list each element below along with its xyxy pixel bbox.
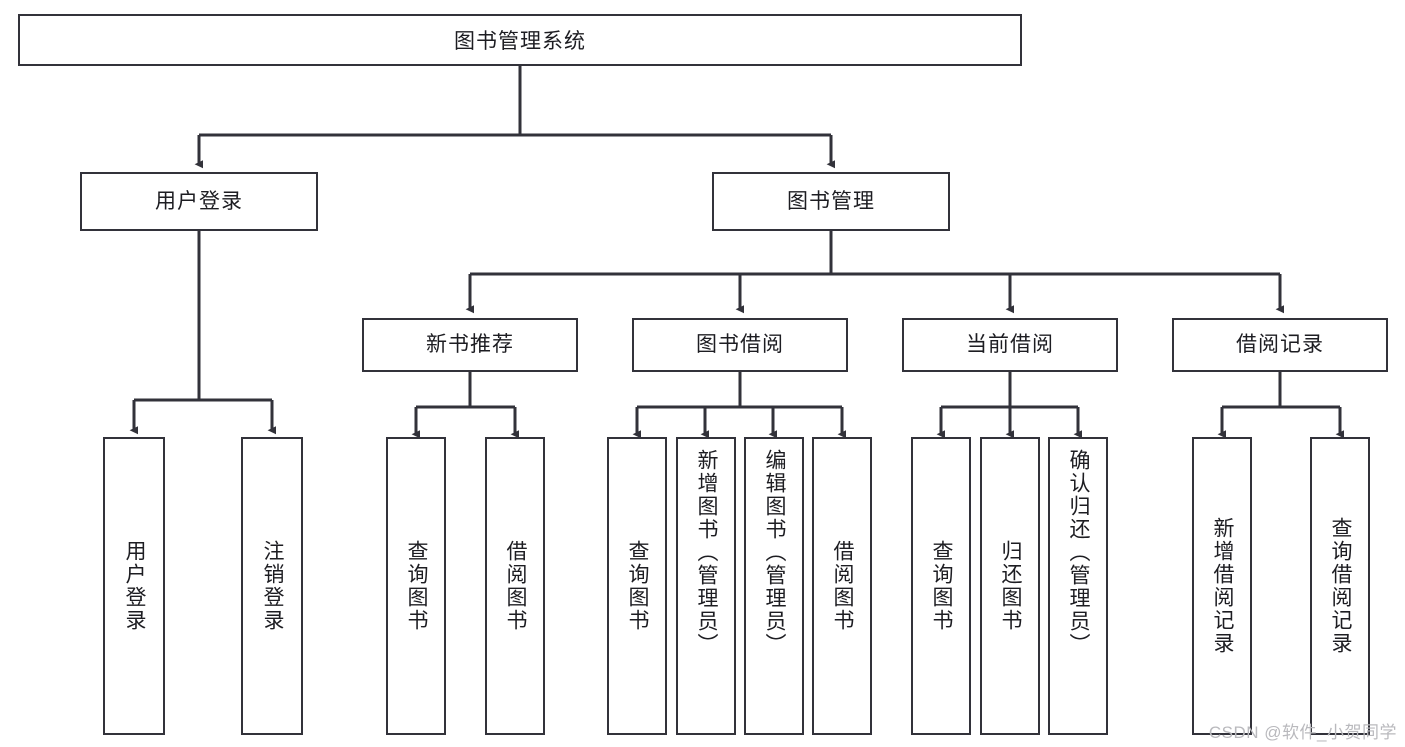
leaf-borrow-record-add-record[interactable]: 新增借阅记录: [1192, 437, 1252, 735]
node-label: 图书管理: [787, 189, 875, 213]
node-new-book-recommend[interactable]: 新书推荐: [362, 318, 578, 372]
csdn-watermark: CSDN @软件_小贺同学: [1208, 723, 1397, 742]
node-label: 图书借阅: [696, 333, 784, 357]
node-label: 查询借阅记录: [1329, 517, 1353, 655]
leaf-label-wrap: 用户登录: [105, 449, 163, 723]
leaf-label-wrap: 注销登录: [243, 449, 301, 723]
node-label: 确认归还（管理员）: [1067, 449, 1091, 656]
node-book-management[interactable]: 图书管理: [712, 172, 950, 231]
leaf-label-wrap: 查询图书: [913, 449, 969, 723]
node-current-borrow[interactable]: 当前借阅: [902, 318, 1118, 372]
leaf-label-wrap: 编辑图书（管理员）: [746, 449, 802, 723]
leaf-label-wrap: 新增图书（管理员）: [678, 449, 734, 723]
leaf-current-borrow-return-book[interactable]: 归还图书: [980, 437, 1040, 735]
node-label: 编辑图书（管理员）: [763, 449, 787, 656]
leaf-label-wrap: 归还图书: [982, 449, 1038, 723]
leaf-new-book-borrow-book[interactable]: 借阅图书: [485, 437, 545, 735]
node-label: 借阅图书: [831, 540, 855, 632]
node-label: 查询图书: [930, 540, 954, 632]
leaf-borrow-record-query-record[interactable]: 查询借阅记录: [1310, 437, 1370, 735]
node-label: 当前借阅: [966, 333, 1054, 357]
leaf-book-borrow-borrow-book[interactable]: 借阅图书: [812, 437, 872, 735]
node-user-login[interactable]: 用户登录: [80, 172, 318, 231]
leaf-book-borrow-edit-book[interactable]: 编辑图书（管理员）: [744, 437, 804, 735]
node-label: 用户登录: [123, 540, 147, 632]
leaf-book-borrow-add-book[interactable]: 新增图书（管理员）: [676, 437, 736, 735]
leaf-label-wrap: 借阅图书: [487, 449, 543, 723]
leaf-book-borrow-query-book[interactable]: 查询图书: [607, 437, 667, 735]
node-label: 注销登录: [261, 540, 285, 632]
leaf-user-login-login[interactable]: 用户登录: [103, 437, 165, 735]
node-label: 借阅图书: [504, 540, 528, 632]
node-label: 查询图书: [405, 540, 429, 632]
node-label: 新增图书（管理员）: [695, 449, 719, 656]
node-label: 用户登录: [155, 189, 243, 213]
leaf-current-borrow-query-book[interactable]: 查询图书: [911, 437, 971, 735]
leaf-label-wrap: 查询图书: [388, 449, 444, 723]
node-label: 查询图书: [626, 540, 650, 632]
leaf-label-wrap: 查询借阅记录: [1312, 449, 1368, 723]
leaf-new-book-query-book[interactable]: 查询图书: [386, 437, 446, 735]
leaf-label-wrap: 新增借阅记录: [1194, 449, 1250, 723]
leaf-label-wrap: 确认归还（管理员）: [1050, 449, 1106, 723]
leaf-label-wrap: 借阅图书: [814, 449, 870, 723]
node-label: 图书管理系统: [454, 30, 586, 53]
node-book-borrow[interactable]: 图书借阅: [632, 318, 848, 372]
node-label: 借阅记录: [1236, 333, 1324, 357]
node-label: 新增借阅记录: [1211, 517, 1235, 655]
leaf-label-wrap: 查询图书: [609, 449, 665, 723]
leaf-current-borrow-confirm-return[interactable]: 确认归还（管理员）: [1048, 437, 1108, 735]
node-borrow-record[interactable]: 借阅记录: [1172, 318, 1388, 372]
node-label: 归还图书: [999, 540, 1023, 632]
leaf-user-login-logout[interactable]: 注销登录: [241, 437, 303, 735]
node-root-book-management-system[interactable]: 图书管理系统: [18, 14, 1022, 66]
node-label: 新书推荐: [426, 333, 514, 357]
